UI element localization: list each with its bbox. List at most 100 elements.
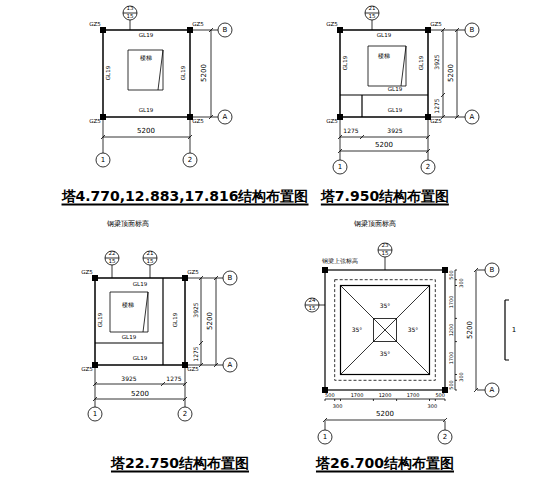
drawing-stroke [92, 275, 188, 368]
drawing-stroke [338, 135, 430, 139]
callout-number: 15 [147, 259, 154, 265]
dimension: 1700 [449, 296, 454, 309]
drawing-stroke [485, 263, 499, 277]
drawing-stroke [485, 383, 499, 397]
axis-bubble: 2 [426, 164, 430, 171]
drawing-stroke [223, 358, 237, 372]
drawing-stroke [103, 30, 190, 117]
beam-tag: GL19 [133, 282, 147, 288]
drawing-stroke [340, 30, 428, 117]
drawing-stroke [128, 50, 163, 90]
beam-tag: GL19 [388, 87, 402, 93]
drawing-stroke [442, 267, 448, 273]
dimension: 1275 [166, 376, 181, 382]
opening-note: 楼梯 [378, 53, 390, 59]
beam-tag: GL19 [173, 313, 179, 327]
column-tag: GZ5 [187, 367, 199, 373]
drawing-stroke [95, 278, 163, 365]
callout-number: 15 [109, 259, 116, 265]
callout-number: 21 [147, 251, 154, 257]
beam-tag: GL19 [98, 313, 104, 327]
plan-panel [305, 243, 509, 444]
callout-number: 22 [109, 251, 116, 257]
drawing-stroke [378, 250, 392, 270]
drawing-stroke [218, 23, 232, 37]
beam-tag: GL19 [388, 108, 402, 114]
drawing-stroke [455, 270, 457, 390]
dimension: 1700 [351, 393, 364, 398]
drawing-stroke [340, 30, 465, 160]
dimension: 500 [449, 270, 454, 280]
angle-label: 35° [380, 303, 391, 309]
callout-number: 13 [127, 6, 134, 12]
dimension: 5200 [467, 321, 474, 339]
angle-label: 35° [408, 327, 419, 333]
drawing-stroke [218, 110, 232, 124]
plan-panel [96, 6, 232, 167]
drawing-stroke [325, 270, 445, 390]
drawing-stroke [110, 292, 148, 332]
angle-label: 35° [352, 327, 363, 333]
drawing-stroke [223, 271, 237, 285]
column-tag: GZ5 [326, 22, 338, 28]
axis-bubble: A [490, 387, 495, 394]
drawing-stroke [441, 28, 445, 119]
drawing-stroke [341, 286, 430, 375]
axis-bubble: 1 [93, 411, 97, 418]
drawing-stroke [368, 46, 406, 86]
drawing-stroke [96, 153, 110, 167]
drawing-stroke [318, 430, 332, 444]
column-tag: GZ5 [89, 22, 101, 28]
dimension: 300 [428, 404, 438, 409]
dimension: 1200 [449, 324, 454, 337]
axis-bubble: B [490, 267, 495, 274]
dimension: 300 [333, 404, 343, 409]
drawing-stroke [93, 397, 187, 401]
drawing-stroke [474, 268, 478, 392]
dimension: 3925 [193, 302, 199, 317]
drawing-stroke [421, 160, 435, 174]
drawing-stroke [477, 270, 485, 390]
axis-bubble: 1 [338, 164, 342, 171]
drawing-stroke [365, 13, 379, 30]
axis-bubble: 1 [323, 434, 327, 441]
drawing-stroke [93, 382, 187, 386]
column-tag: GZ5 [187, 270, 199, 276]
column-tag: GZ5 [430, 22, 442, 28]
axis-bubble: 2 [443, 434, 447, 441]
opening-note: 楼梯 [122, 302, 134, 308]
plan-panel [333, 6, 479, 174]
drawing-stroke [105, 258, 119, 278]
callout-number: 15 [309, 306, 316, 312]
title: 塔26.700结构布置图 [316, 456, 454, 473]
drawing-stroke [101, 135, 192, 139]
dimension: 500 [325, 393, 335, 398]
note: 钢梁上弦标高 [322, 259, 358, 265]
callout-number: 15 [127, 14, 134, 20]
axis-bubble: A [223, 114, 228, 121]
axis-bubble: 2 [183, 411, 187, 418]
drawing-stroke [465, 23, 479, 37]
column-tag: GZ5 [81, 270, 93, 276]
drawing-stroke [335, 280, 436, 381]
drawing-stroke [438, 430, 452, 444]
drawing-stroke [322, 267, 448, 393]
drawing-stroke [455, 28, 459, 119]
title: 塔4.770,12.883,17.816结构布置图 [62, 189, 309, 206]
axis-bubble: B [228, 275, 233, 282]
dimension: 3925 [434, 54, 440, 69]
dimension: 1275 [193, 346, 199, 361]
beam-tag: GL19 [377, 33, 391, 39]
drawing-stroke [92, 275, 98, 281]
drawing-stroke [123, 13, 137, 30]
drawing-stroke [325, 399, 445, 401]
drawing-stroke [199, 276, 203, 367]
beam-tag: GL19 [419, 56, 425, 70]
beam-tag: GL19 [106, 66, 112, 80]
angle-label: 35° [380, 351, 391, 357]
dimension: 1700 [449, 352, 454, 365]
drawing-stroke [338, 149, 430, 153]
dimension: 1700 [407, 393, 420, 398]
callout-number: 21 [369, 6, 376, 12]
